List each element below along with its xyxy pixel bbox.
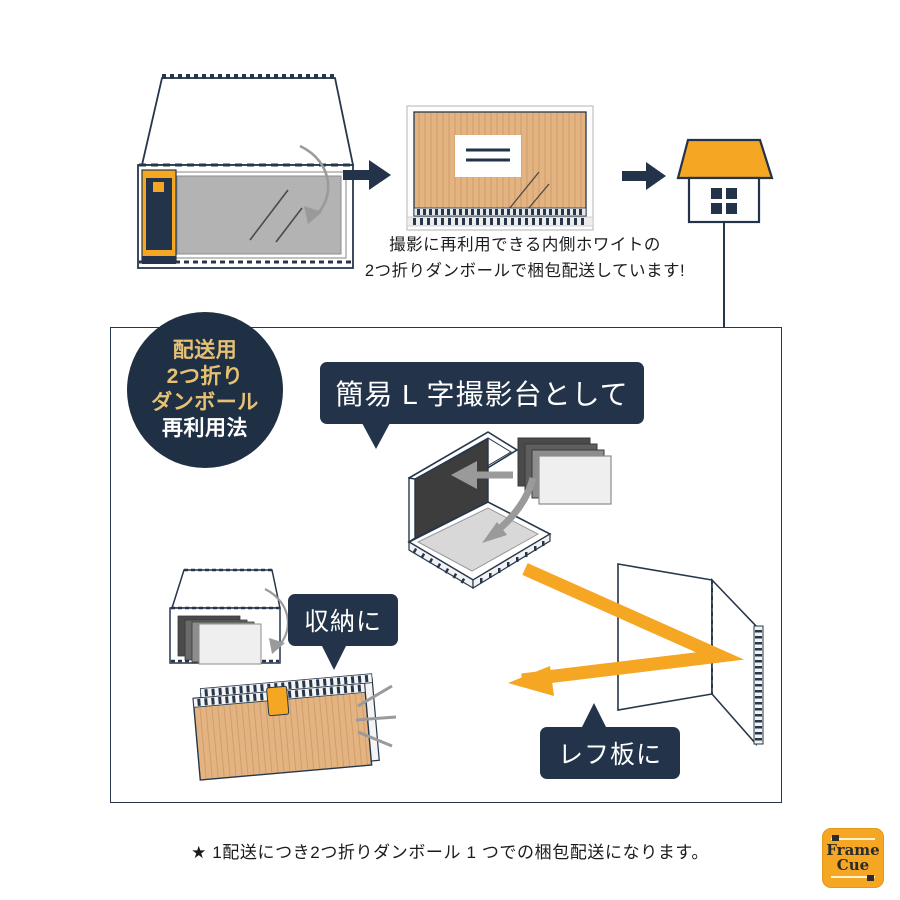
bubble-reflector: レフ板に	[540, 703, 680, 779]
bubble-tail-icon-1	[362, 423, 390, 449]
house-panel-connector-line	[723, 222, 725, 328]
bubble-tail-icon-2	[322, 646, 346, 670]
illustration-l-photo-stand	[385, 430, 585, 620]
logo-line-1: Frame	[826, 841, 880, 859]
badge-line-3: ダンボール	[151, 391, 259, 414]
reuse-badge: 配送用 2つ折り ダンボール 再利用法	[127, 312, 283, 468]
arrow-right-icon-2	[622, 160, 668, 192]
logo-bottom-bar	[831, 876, 875, 878]
intro-caption: 撮影に再利用できる内側ホワイトの 2つ折りダンボールで梱包配送しています!	[364, 236, 686, 280]
bubble-storage: 収納に	[288, 594, 398, 670]
badge-line-2: 2つ折り	[166, 365, 244, 388]
bubble-storage-label: 収納に	[303, 608, 382, 636]
arrow-right-icon-1	[343, 158, 393, 192]
illustration-delivery-house	[664, 130, 784, 226]
illustration-cardboard-backdrop	[405, 104, 595, 234]
reuse-methods-panel	[110, 327, 782, 803]
badge-line-4: 再利用法	[162, 417, 248, 440]
illustration-open-shipping-box	[110, 60, 370, 290]
sparkle-lines-icon	[352, 680, 412, 750]
frame-cue-logo: Frame Cue	[822, 828, 884, 888]
illustration-folded-cardboard	[190, 672, 390, 782]
curved-arrow-close-lid-icon	[282, 140, 352, 240]
badge-line-1: 配送用	[172, 339, 238, 362]
logo-line-2: Cue	[836, 856, 870, 874]
illustration-storage-box	[160, 560, 290, 685]
logo-square-tl-icon	[832, 835, 839, 841]
logo-square-br-icon	[867, 875, 874, 881]
illustration-board-stack	[516, 436, 616, 516]
illustration-reflector-board	[590, 548, 780, 768]
light-bounce-arrow-icon	[508, 563, 800, 710]
bubble-l-stand-label: 簡易 L 字撮影台として	[335, 379, 629, 410]
bubble-l-stand: 簡易 L 字撮影台として	[320, 362, 644, 449]
curved-arrow-into-box-icon	[255, 585, 305, 665]
footnote-text: ★ 1配送につき2つ折りダンボール 1 つでの梱包配送になります。	[191, 843, 709, 862]
bubble-tail-icon-3	[582, 703, 606, 727]
bubble-reflector-label: レフ板に	[557, 741, 662, 769]
logo-top-bar	[831, 838, 875, 840]
